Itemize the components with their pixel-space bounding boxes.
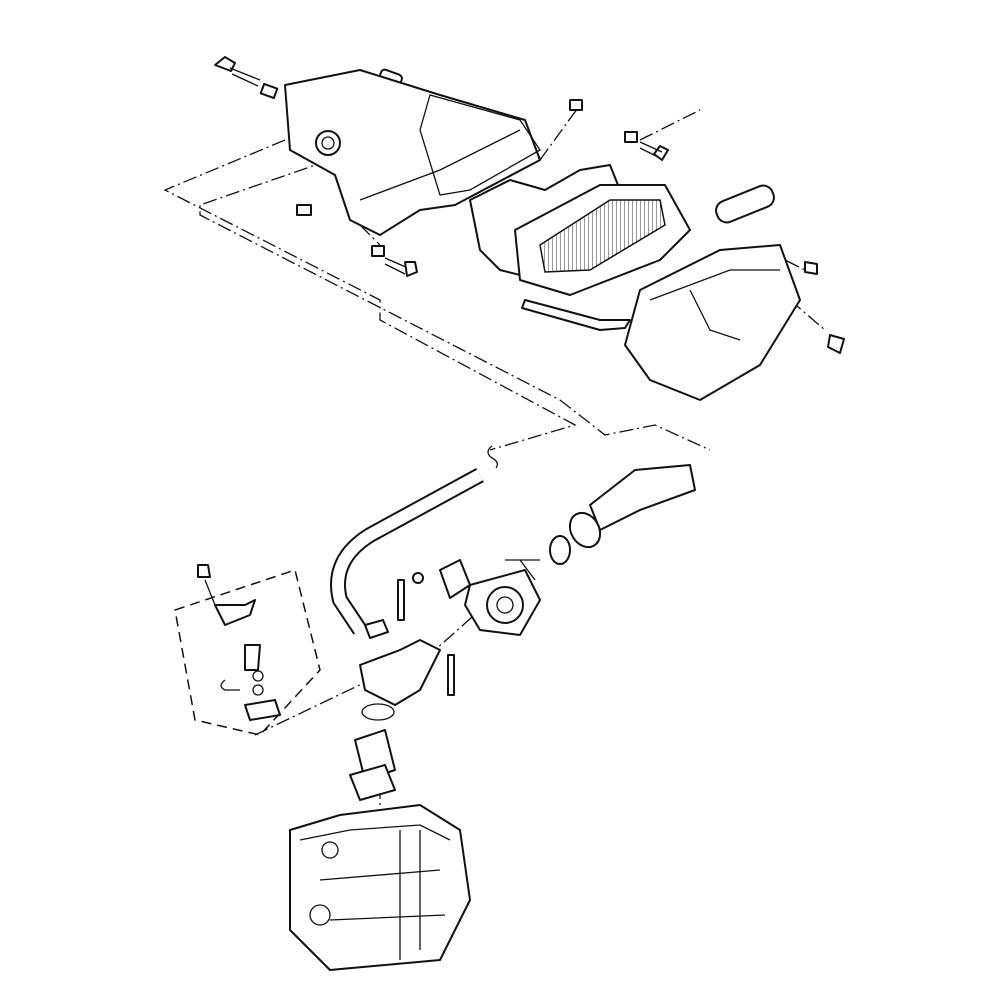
air-cleaner-case-upper: [284, 69, 541, 236]
intake-duct: [549, 464, 696, 565]
breather-hose: [330, 445, 498, 635]
air-cleaner-element: [514, 184, 691, 296]
bolts: [214, 56, 845, 354]
insulator: [349, 703, 396, 801]
throttle-body: [464, 559, 541, 636]
throttle-position-sensor: [412, 559, 471, 599]
air-cleaner-case-lower: [521, 184, 801, 401]
engine-cylinder-head: [289, 804, 471, 971]
intake-manifold: [359, 579, 455, 706]
fuel-injector-assembly: [174, 564, 321, 736]
